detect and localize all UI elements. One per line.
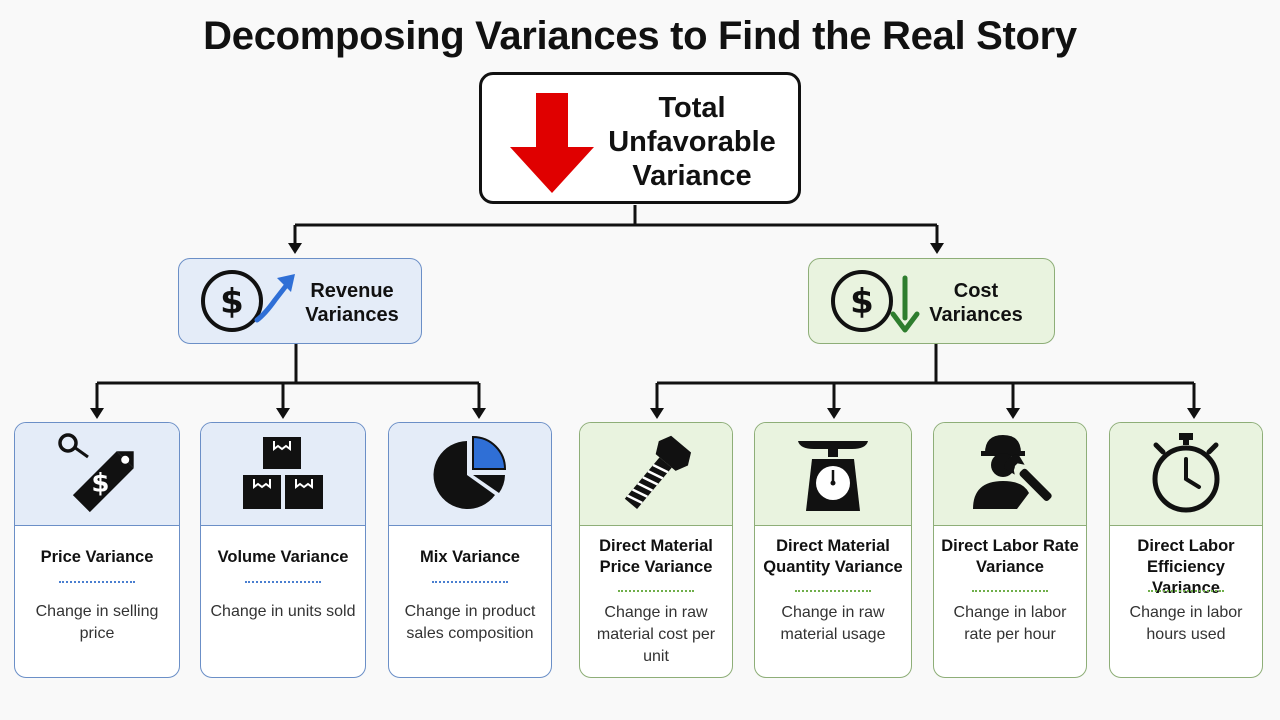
card-description: Change in raw material usage xyxy=(780,604,886,643)
boxes-icon xyxy=(243,437,323,509)
dotted-divider xyxy=(1148,590,1224,592)
cost-variances-node: $ Cost Variances xyxy=(808,258,1055,344)
dotted-divider xyxy=(795,590,871,592)
card-description: Change in units sold xyxy=(210,603,356,620)
price-tag-icon: $ xyxy=(58,433,134,513)
svg-text:$: $ xyxy=(91,469,109,499)
dotted-divider xyxy=(432,581,508,583)
revenue-variances-label: Revenue Variances xyxy=(305,280,399,326)
revenue-variances-node: $ Revenue Variances xyxy=(178,258,422,344)
scale-icon xyxy=(798,441,868,511)
card-title: Direct Material Quantity Variance xyxy=(763,537,903,576)
diagram-title: Decomposing Variances to Find the Real S… xyxy=(203,14,1077,58)
mix-variance-card: Mix Variance Change in product sales com… xyxy=(388,422,552,678)
cost-variances-label: Cost Variances xyxy=(929,280,1023,326)
card-title: Direct Material Price Variance xyxy=(599,537,713,576)
price-variance-card: $ Price Variance Change in selling price xyxy=(14,422,180,678)
stopwatch-icon xyxy=(1152,433,1220,513)
card-title: Price Variance xyxy=(40,548,154,566)
svg-text:$: $ xyxy=(850,282,874,322)
card-description: Change in labor hours used xyxy=(1129,604,1243,643)
card-title: Mix Variance xyxy=(420,548,520,566)
bolt-icon xyxy=(624,435,692,510)
dotted-divider xyxy=(245,581,321,583)
dollar-decline-icon: $ xyxy=(831,270,920,333)
root-label: Total Unfavorable Variance xyxy=(608,92,776,192)
svg-text:$: $ xyxy=(220,282,244,322)
direct-material-price-variance-card: Direct Material Price Variance Change in… xyxy=(579,422,733,678)
card-description: Change in product sales composition xyxy=(404,603,536,642)
down-arrow-icon xyxy=(510,93,594,193)
card-title: Direct Labor Efficiency Variance xyxy=(1137,537,1235,597)
total-variance-node: Total Unfavorable Variance xyxy=(479,72,801,204)
direct-labor-efficiency-variance-card: Direct Labor Efficiency Variance Change … xyxy=(1109,422,1263,678)
dotted-divider xyxy=(618,590,694,592)
worker-wrench-icon xyxy=(973,435,1052,509)
dotted-divider xyxy=(972,590,1048,592)
card-title: Volume Variance xyxy=(217,548,349,566)
volume-variance-card: Volume Variance Change in units sold xyxy=(200,422,366,678)
pie-chart-icon xyxy=(433,435,507,509)
direct-material-quantity-variance-card: Direct Material Quantity Variance Change… xyxy=(754,422,912,678)
dotted-divider xyxy=(59,581,135,583)
card-description: Change in raw material cost per unit xyxy=(596,604,716,665)
direct-labor-rate-variance-card: Direct Labor Rate Variance Change in lab… xyxy=(933,422,1087,678)
card-description: Change in labor rate per hour xyxy=(953,604,1067,643)
dollar-growth-icon: $ xyxy=(201,270,295,332)
card-description: Change in selling price xyxy=(35,603,159,642)
card-title: Direct Labor Rate Variance xyxy=(941,537,1079,576)
